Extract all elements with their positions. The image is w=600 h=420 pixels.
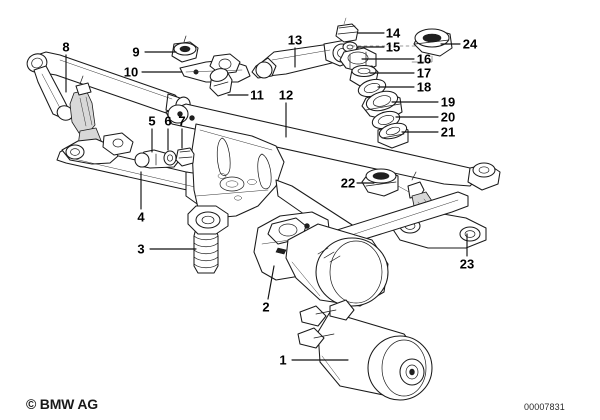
callout-16: 16 (416, 51, 432, 67)
callout-17: 17 (416, 65, 432, 81)
leader-lines (65, 32, 468, 361)
wiper-motor-upper-cylinder (285, 223, 389, 307)
callout-4: 4 (137, 209, 145, 225)
rubber-mount (361, 168, 421, 199)
callout-10: 10 (123, 64, 139, 80)
callout-11: 11 (250, 87, 264, 103)
callout-1: 1 (279, 352, 287, 368)
callout-2: 2 (262, 299, 270, 315)
callout-19: 19 (440, 94, 456, 110)
callout-22: 22 (340, 175, 356, 191)
callout-13: 13 (287, 32, 303, 48)
callout-9: 9 (132, 44, 140, 60)
ball-pin (209, 68, 233, 97)
right-exploded-column (335, 17, 437, 149)
wiper-motor-lower-cylinder (297, 299, 433, 401)
callout-15: 15 (385, 39, 401, 55)
callout-8: 8 (62, 39, 70, 55)
callout-23: 23 (459, 256, 475, 272)
callout-21: 21 (440, 124, 456, 140)
callout-5: 5 (148, 113, 156, 129)
document-number-label: 00007831 (524, 402, 565, 412)
callout-6: 6 (164, 113, 172, 129)
callout-7: 7 (178, 113, 186, 129)
callout-12: 12 (278, 87, 294, 103)
callout-20: 20 (440, 109, 456, 125)
callout-24: 24 (462, 36, 478, 52)
callout-18: 18 (416, 79, 432, 95)
callout-3: 3 (137, 241, 145, 257)
sealing-collar (411, 28, 453, 63)
fastener-row-group (134, 147, 195, 169)
copyright-notice: © BMW AG (26, 396, 98, 412)
callout-14: 14 (385, 25, 401, 41)
